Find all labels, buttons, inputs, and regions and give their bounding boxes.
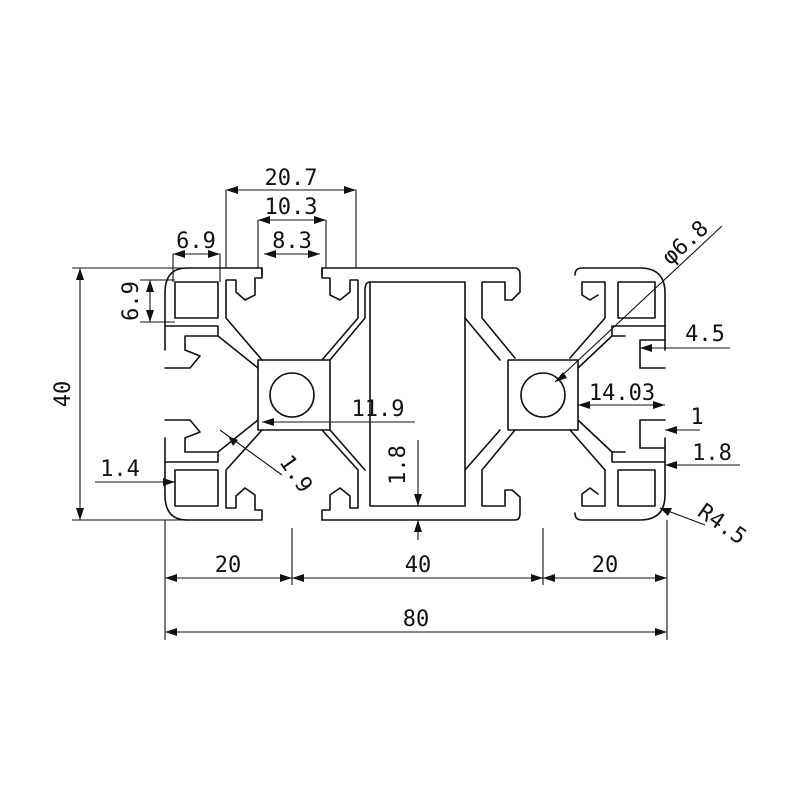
dim-1-4: 1.4 xyxy=(100,457,140,482)
dim-14-03: 14.03 xyxy=(589,381,655,406)
dim-8-3: 8.3 xyxy=(272,229,312,254)
dim-4-5: 4.5 xyxy=(685,322,725,347)
dimension-labels: 20.7 10.3 8.3 6.9 6.9 40 φ6.8 4.5 14.03 … xyxy=(51,166,751,632)
dim-11-9: 11.9 xyxy=(352,397,405,422)
dim-6-9-top: 6.9 xyxy=(176,229,216,254)
dim-40-mid: 40 xyxy=(405,553,432,578)
dim-6-9-side: 6.9 xyxy=(119,281,144,321)
dim-40-height: 40 xyxy=(51,381,76,408)
dim-r4-5: R4.5 xyxy=(693,499,751,550)
dim-20-left: 20 xyxy=(215,553,242,578)
dim-20-7: 20.7 xyxy=(265,166,318,191)
dim-1-8-right: 1.8 xyxy=(692,441,732,466)
dim-1-8-center: 1.8 xyxy=(386,445,411,485)
dim-1-9: 1.9 xyxy=(274,451,317,498)
dim-10-3: 10.3 xyxy=(265,195,318,220)
arrowheads xyxy=(76,186,677,636)
dim-1: 1 xyxy=(690,405,703,430)
dim-80: 80 xyxy=(403,607,430,632)
dim-diameter: φ6.8 xyxy=(658,216,714,270)
profile-outline xyxy=(164,267,666,521)
dim-20-right: 20 xyxy=(592,553,619,578)
